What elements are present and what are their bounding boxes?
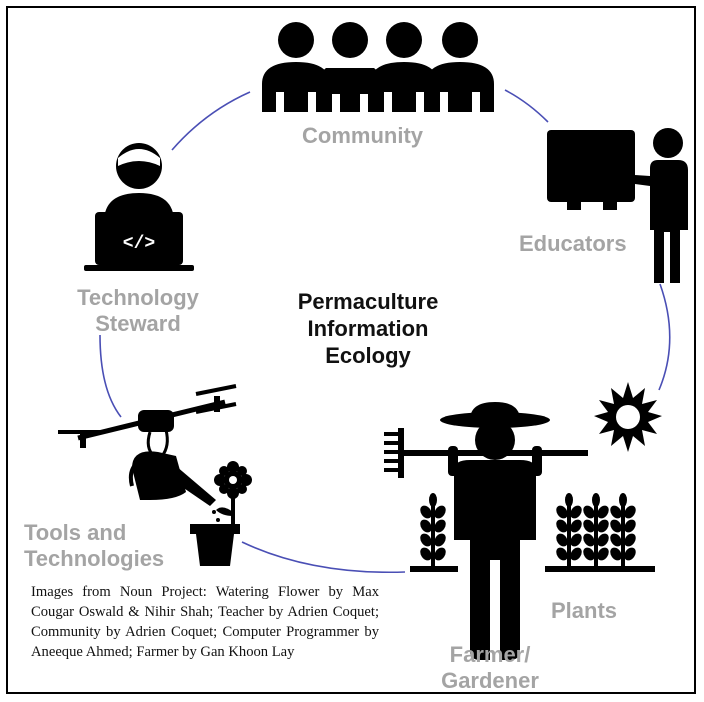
connector-farmer-tools: [241, 541, 406, 574]
plants-label: Plants: [551, 598, 618, 623]
connector-tools-tech: [99, 334, 122, 418]
technology-steward-line1: Technology: [77, 285, 199, 310]
laptop-code-glyph: </>: [123, 234, 155, 254]
farmer-gardener-line2: Gardener: [441, 668, 539, 693]
farmer-gardener-label: Farmer/ Gardener: [430, 642, 550, 694]
tools-technologies-label: Tools and Technologies: [24, 520, 164, 572]
wheat-stalk-1: [556, 493, 582, 566]
tools-technologies-line2: Technologies: [24, 546, 165, 571]
diagram-frame: [6, 6, 696, 694]
farmer-gardener-line1: Farmer/: [449, 642, 531, 667]
tools-technologies-line1: Tools and: [24, 520, 127, 545]
center-title-line1: Permaculture: [297, 289, 439, 314]
watering-can-icon: [128, 451, 220, 522]
educators-label: Educators: [519, 231, 627, 256]
farmer-rake-icon: [384, 402, 588, 660]
connector-tech-community: [171, 91, 251, 151]
wheat-plants-icon: [410, 493, 655, 572]
cycle-connectors: [99, 89, 671, 574]
people-group-icon: [262, 22, 494, 112]
center-title: Permaculture Information Ecology: [288, 288, 448, 369]
center-title-line3: Ecology: [325, 343, 411, 368]
community-label: Community: [302, 123, 423, 148]
rake-head: [384, 428, 404, 478]
center-title-line2: Information: [307, 316, 429, 341]
technology-steward-line2: Steward: [95, 311, 181, 336]
connector-community-educators: [504, 89, 549, 123]
connector-educators-sun: [658, 283, 671, 391]
wheat-stalk-left: [420, 493, 446, 566]
computer-programmer-icon: </>: [84, 143, 194, 271]
drone-icon: [58, 384, 237, 458]
drone-watering-can-flower-icon: [58, 384, 252, 566]
technology-steward-label: Technology Steward: [68, 285, 208, 337]
wheat-stalk-2: [583, 493, 609, 566]
potted-flower-icon: [190, 461, 252, 566]
sun-icon: [594, 382, 662, 452]
wheat-stalk-3: [610, 493, 636, 566]
image-credits: Images from Noun Project: Watering Flowe…: [31, 584, 379, 660]
teacher-board-icon: [547, 128, 688, 283]
